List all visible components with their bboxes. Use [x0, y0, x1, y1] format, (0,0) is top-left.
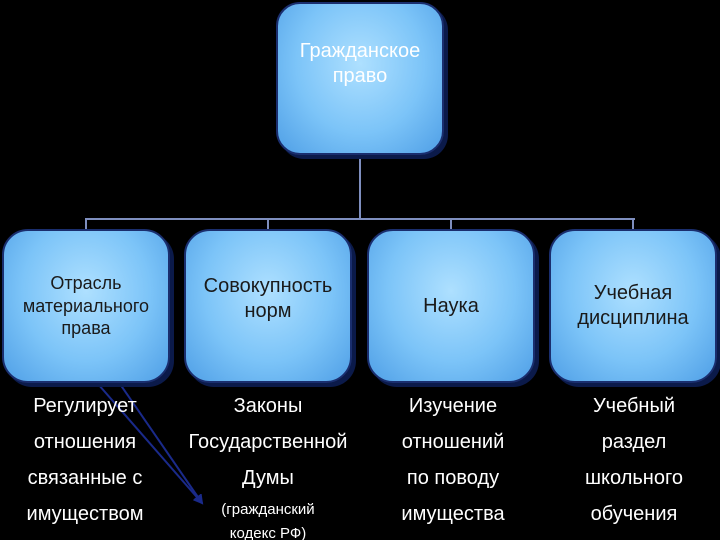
description-line: имуществом — [26, 503, 144, 525]
child-label-line: норм — [244, 300, 292, 322]
root-label-line: Гражданское — [299, 39, 421, 62]
child-node-label: Совокупность норм — [204, 274, 333, 324]
child-node-norms: Совокупность норм — [184, 229, 352, 383]
child-label-line: дисциплина — [577, 307, 689, 329]
description-line: отношений — [401, 431, 505, 453]
description-norms: Законы Государственной Думы (гражданский… — [168, 388, 368, 540]
description-discipline: Учебный раздел школьного обучения — [550, 388, 718, 532]
root-node-civil-law: Гражданское право — [276, 2, 444, 155]
description-line: Государственной — [188, 431, 348, 453]
child-node-science: Наука — [367, 229, 535, 383]
root-node-label: Гражданское право — [300, 39, 420, 89]
description-line: отношения — [33, 431, 137, 453]
child-node-branch: Отрасль материального права — [2, 229, 170, 383]
note-line: (гражданский — [221, 501, 315, 518]
description-line: Думы — [242, 467, 294, 489]
description-line: по поводу — [406, 467, 500, 489]
arrow-line-a — [97, 383, 204, 505]
child-node-discipline: Учебная дисциплина — [549, 229, 717, 383]
description-line: Изучение — [408, 395, 498, 417]
description-line: раздел — [601, 431, 667, 453]
description-line: школьного — [585, 467, 683, 489]
child-node-label: Наука — [423, 294, 479, 319]
child-label-line: Наука — [423, 294, 479, 317]
description-science: Изучение отношений по поводу имущества — [369, 388, 537, 532]
child-label-line: права — [61, 318, 111, 339]
child-label-line: материального — [22, 295, 150, 316]
description-note: (гражданский кодекс РФ) — [168, 498, 368, 540]
description-line: Регулирует — [33, 395, 137, 417]
description-branch: Регулирует отношения связанные с имущест… — [0, 388, 170, 532]
root-label-line: право — [332, 64, 388, 87]
arrow-line-b — [119, 383, 204, 505]
description-line: обучения — [590, 503, 678, 525]
description-line: связанные с — [27, 467, 143, 489]
child-label-line: Отрасль — [50, 273, 122, 294]
description-line: имущества — [401, 503, 505, 525]
note-line: кодекс РФ) — [229, 525, 307, 540]
description-line: Законы — [233, 395, 303, 417]
child-label-line: Учебная — [593, 282, 673, 304]
child-node-label: Отрасль материального права — [23, 272, 149, 340]
child-node-label: Учебная дисциплина — [577, 281, 688, 331]
child-label-line: Совокупность — [203, 275, 333, 297]
description-line: Учебный — [592, 395, 676, 417]
